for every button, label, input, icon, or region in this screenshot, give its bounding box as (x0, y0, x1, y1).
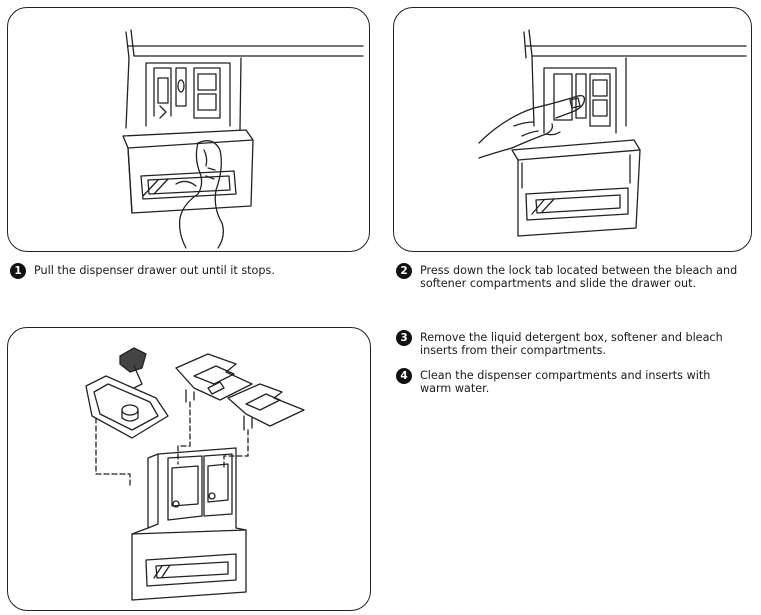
step-number-badge: 4 (396, 368, 412, 384)
step-2: 2 Press down the lock tab located betwee… (396, 263, 741, 290)
step-number-badge: 1 (10, 263, 26, 279)
step-4: 4 Clean the dispenser compartments and i… (396, 368, 741, 395)
step-text: Clean the dispenser compartments and ins… (420, 369, 711, 395)
finger-pressing-lock-tab-illustration (478, 29, 747, 237)
hand-pulling-drawer-illustration (122, 29, 364, 249)
illustration-panel-press-lock-tab (393, 7, 752, 252)
step-text: Remove the liquid detergent box, softene… (420, 331, 723, 357)
illustration-panel-pull-drawer (7, 7, 370, 252)
step-text: Press down the lock tab located between … (420, 264, 738, 290)
step-1: 1 Pull the dispenser drawer out until it… (10, 263, 370, 279)
step-text: Pull the dispenser drawer out until it s… (34, 264, 275, 277)
illustration-panel-remove-inserts (7, 327, 371, 611)
step-number-badge: 3 (396, 330, 412, 346)
step-3: 3 Remove the liquid detergent box, softe… (396, 330, 741, 357)
step-number-badge: 2 (396, 263, 412, 279)
exploded-dispenser-inserts-illustration (85, 347, 305, 601)
